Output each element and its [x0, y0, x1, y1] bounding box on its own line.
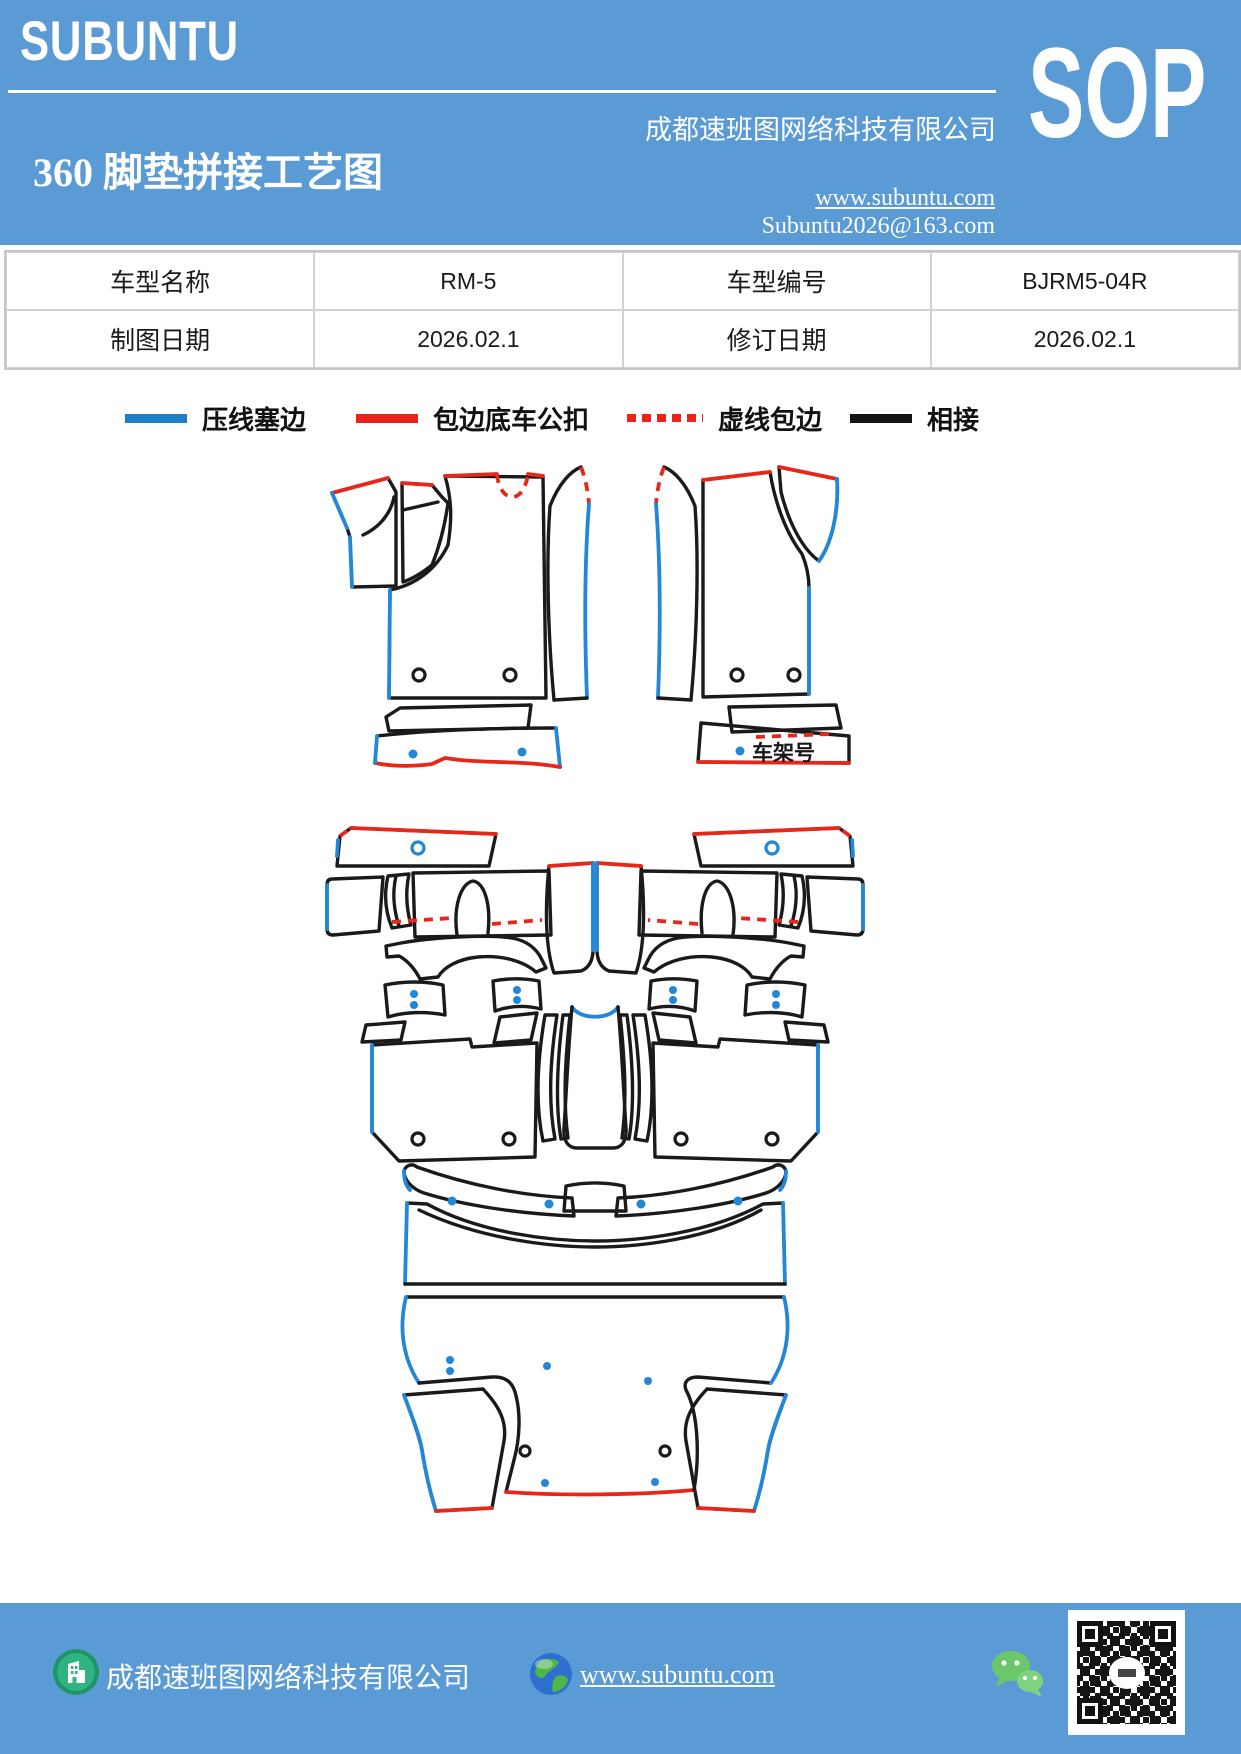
- globe-icon: [530, 1653, 572, 1695]
- legend-item-buckle: 包边底车公扣: [356, 400, 589, 437]
- footer-website-link[interactable]: www.subuntu.com: [580, 1660, 775, 1689]
- qr-finder-top-left: [1077, 1621, 1103, 1647]
- page-title: 360 脚垫拼接工艺图: [33, 150, 383, 195]
- side-strip-piece: [546, 465, 591, 702]
- middle-cluster-right: [595, 826, 865, 1513]
- legend-item-dashed-edge: 虚线包边: [627, 400, 822, 437]
- info-table: 车型名称 RM-5 车型编号 BJRM5-04R 制图日期 2026.02.1 …: [4, 250, 1241, 370]
- qr-center-logo: [1108, 1656, 1145, 1689]
- red-line-swatch: [356, 413, 419, 423]
- header-divider: [8, 90, 996, 93]
- legend-label: 虚线包边: [718, 405, 823, 435]
- wechat-icon: [992, 1651, 1043, 1697]
- model-name-label: 车型名称: [6, 252, 315, 310]
- header-company-name: 成都速班图网络科技有限公司: [645, 115, 996, 145]
- draw-date-label: 制图日期: [6, 310, 315, 368]
- model-name-value: RM-5: [314, 252, 623, 310]
- model-code-label: 车型编号: [622, 252, 931, 310]
- building-icon: [53, 1649, 99, 1695]
- footer: 成都速班图网络科技有限公司 www.subuntu.com: [0, 1603, 1241, 1754]
- red-dashed-swatch: [627, 414, 704, 422]
- vin-label: 车架号: [752, 741, 815, 765]
- revision-date-value: 2026.02.1: [930, 310, 1239, 368]
- sop-badge: SOP: [1028, 22, 1207, 165]
- header-email: Subuntu2026@163.com: [761, 213, 995, 239]
- legend-item-press-edge: 压线塞边: [125, 400, 306, 437]
- middle-cluster-left: [325, 826, 595, 1513]
- legend-label: 相接: [927, 405, 980, 435]
- legend: 压线塞边 包边底车公扣 虚线包边 相接: [125, 400, 979, 436]
- front-mat-left-group: [330, 465, 591, 769]
- qr-code: [1068, 1610, 1185, 1735]
- legend-item-join: 相接: [850, 400, 979, 437]
- trunk-mat: [400, 1295, 790, 1497]
- model-code-value: BJRM5-04R: [930, 252, 1239, 310]
- sill-strip: [403, 1201, 787, 1286]
- legend-label: 压线塞边: [202, 405, 307, 435]
- qr-finder-top-right: [1150, 1621, 1176, 1647]
- revision-date-label: 修订日期: [622, 310, 931, 368]
- header-website-link[interactable]: www.subuntu.com: [815, 185, 995, 211]
- header: SUBUNTU 成都速班图网络科技有限公司 SOP 360 脚垫拼接工艺图 ww…: [0, 0, 1241, 245]
- footer-company-name: 成都速班图网络科技有限公司: [106, 1663, 471, 1694]
- center-tunnel-group: [562, 1005, 628, 1213]
- black-line-swatch: [850, 413, 913, 423]
- draw-date-value: 2026.02.1: [314, 310, 623, 368]
- qr-modules: [1077, 1621, 1176, 1724]
- legend-label: 包边底车公扣: [433, 405, 590, 435]
- blue-line-swatch: [125, 413, 187, 423]
- front-mat-right-group: 车架号: [654, 465, 851, 765]
- brand-logo: SUBUNTU: [20, 9, 239, 72]
- qr-finder-bottom-left: [1077, 1698, 1103, 1724]
